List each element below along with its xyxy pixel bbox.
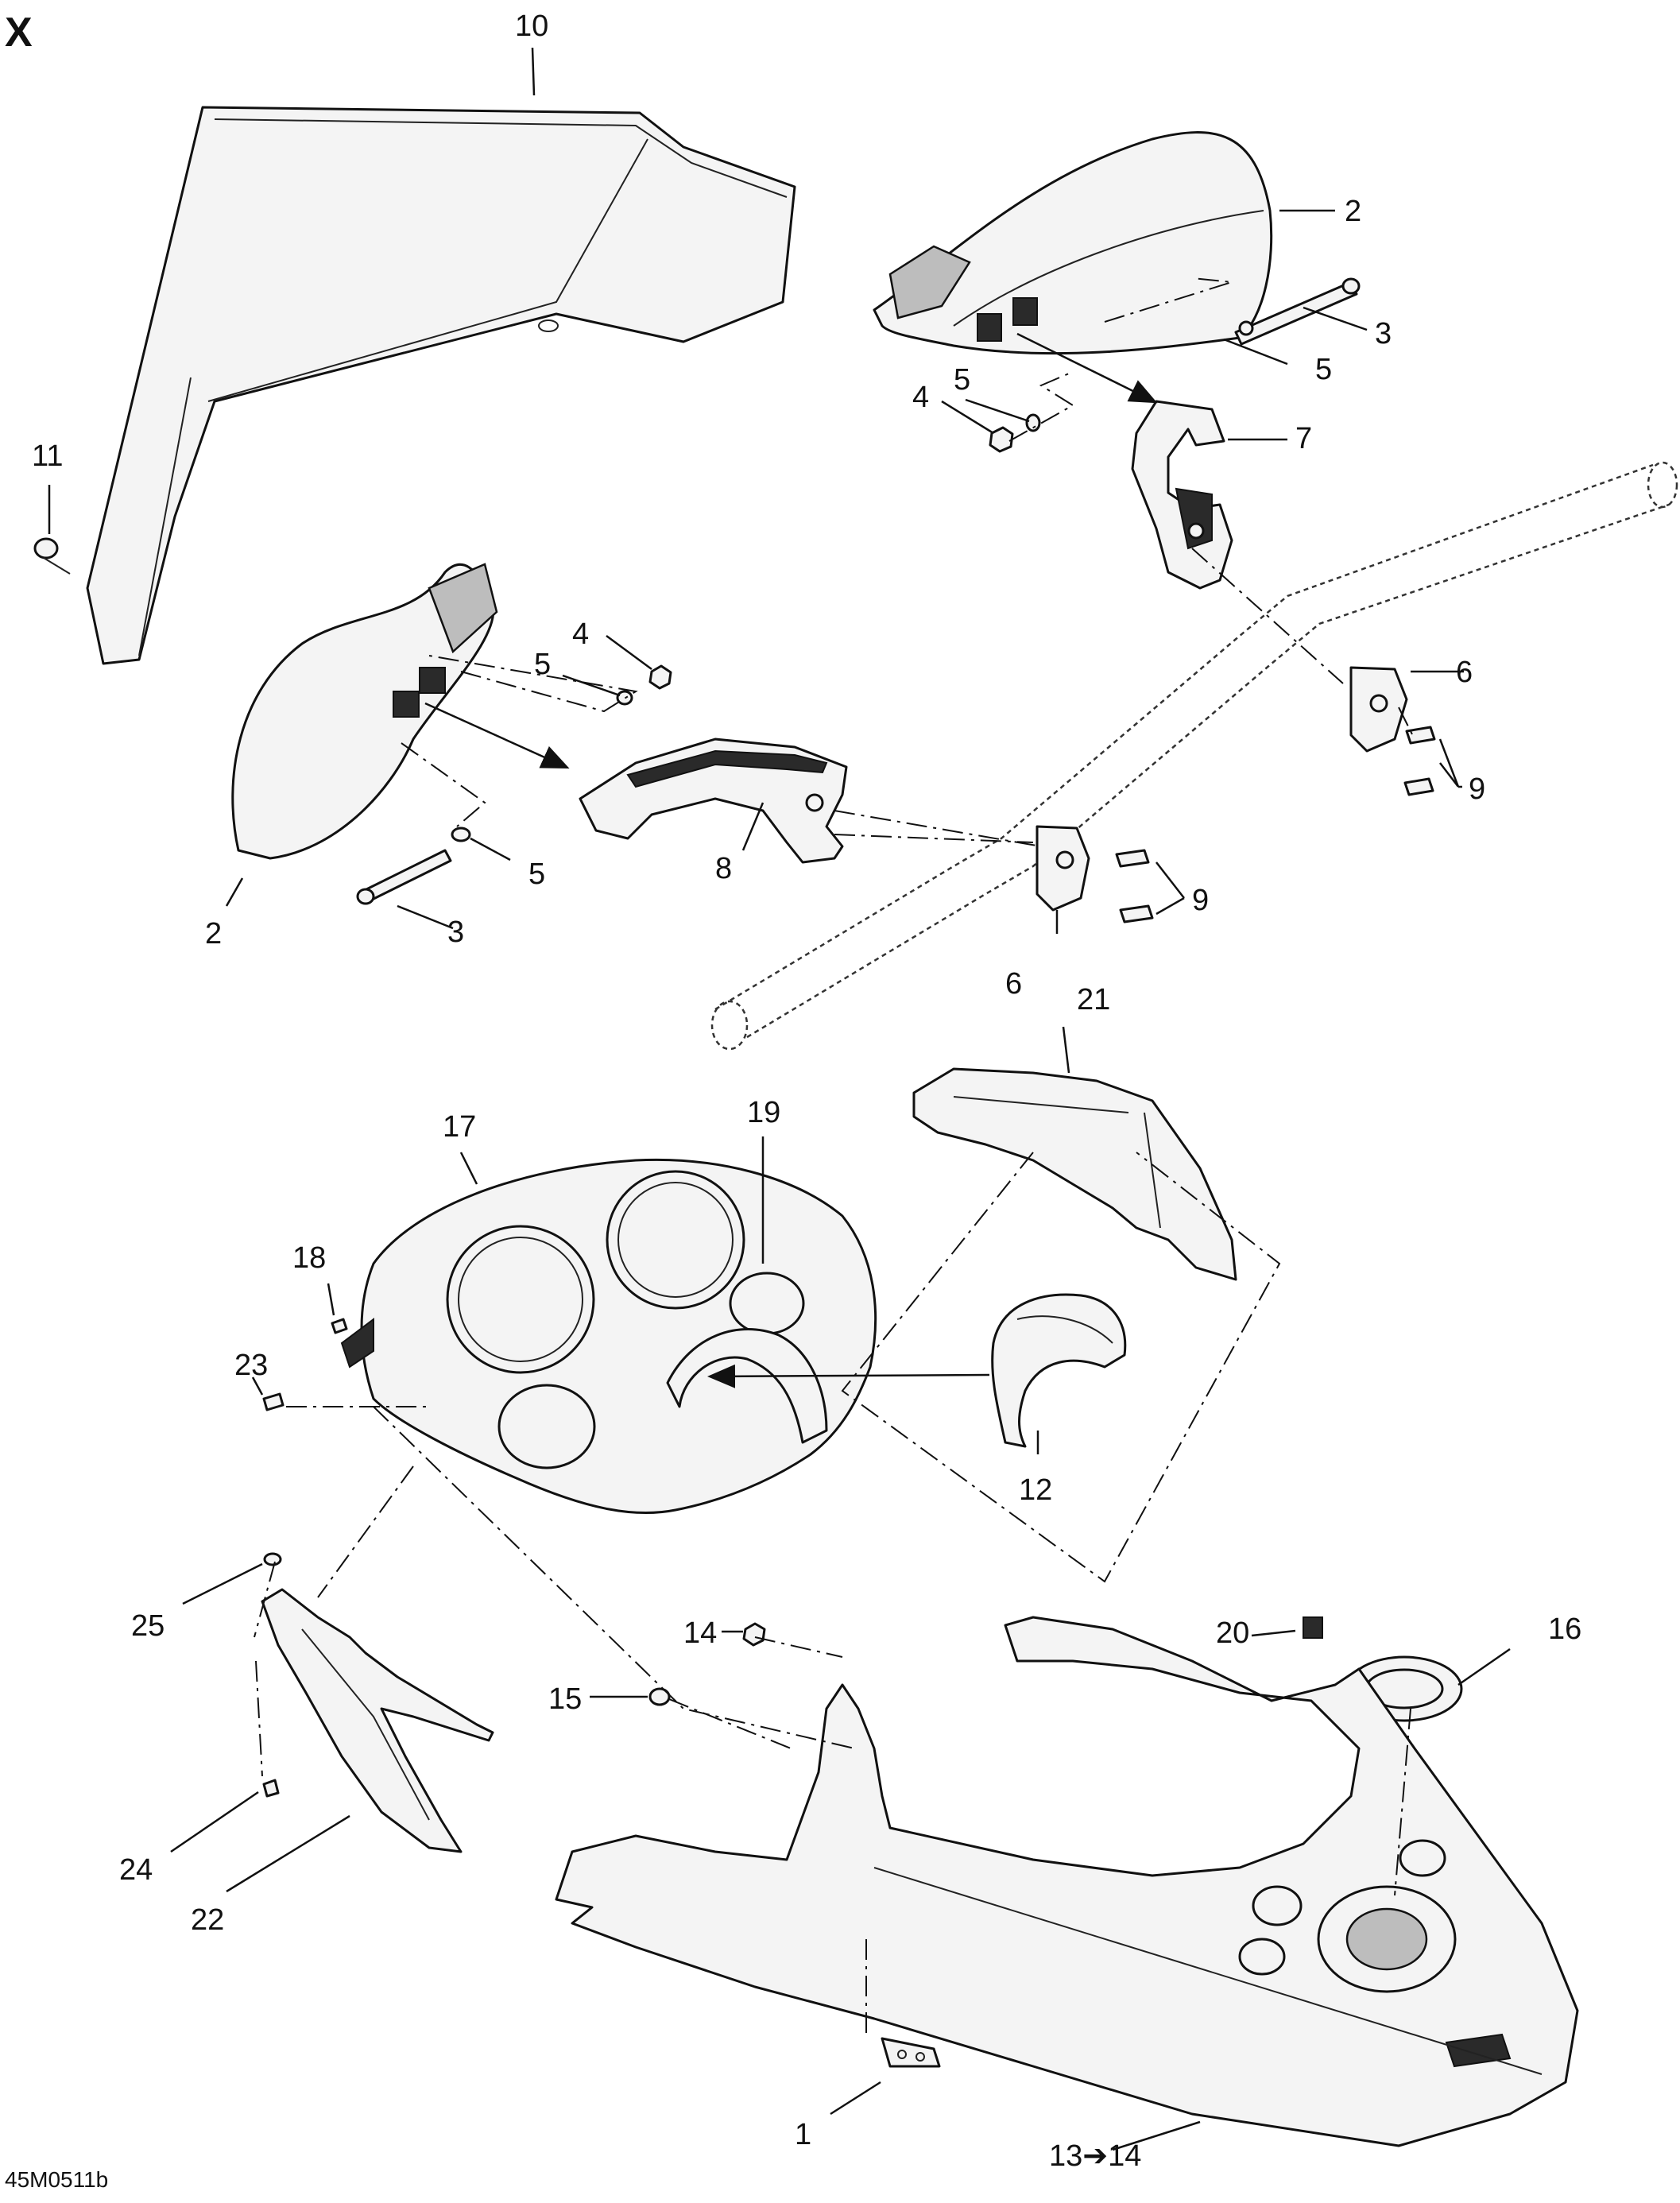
part-20-clip (1303, 1616, 1323, 1639)
callout-9-right: 9 (1469, 772, 1485, 806)
part-8-left-bracket (579, 738, 848, 864)
assembly-lines (254, 277, 1415, 2035)
callout-6-left: 6 (1005, 967, 1022, 1001)
callout-3-left: 3 (447, 916, 464, 949)
callouts: 10 2 3 5 4 5 7 11 4 5 6 9 5 8 9 2 3 6 21… (32, 10, 1581, 2173)
arrow-to-console (707, 1364, 990, 1388)
callout-18: 18 (292, 1241, 326, 1275)
part-1-plate (881, 2037, 941, 2068)
part-3-right-bolt (1234, 277, 1361, 346)
callout-22: 22 (191, 1903, 224, 1937)
callout-25: 25 (131, 1609, 165, 1643)
part-14-nut (742, 1622, 766, 1647)
callout-16: 16 (1548, 1613, 1581, 1646)
callout-11: 11 (32, 439, 63, 473)
part-5-washer-d (451, 827, 471, 842)
part-5-washer-a (1238, 320, 1254, 336)
part-5-washer-b (1025, 413, 1041, 432)
callout-12: 12 (1019, 1473, 1052, 1507)
part-22-side-panel (261, 1588, 494, 1853)
part-10-windshield (86, 106, 796, 665)
part-24-screw (262, 1779, 280, 1798)
callout-5-right-b: 5 (954, 363, 970, 397)
callout-1: 1 (795, 2118, 811, 2151)
callout-7: 7 (1295, 422, 1312, 455)
diagram-label: X (5, 10, 33, 56)
part-15-screw (648, 1687, 671, 1706)
part-17-instrument-console (340, 1158, 877, 1515)
callout-10: 10 (515, 10, 548, 43)
part-3-left-bolt (356, 849, 452, 905)
callout-23: 23 (234, 1349, 268, 1382)
part-12-trim (991, 1293, 1127, 1448)
callout-5-left-a: 5 (534, 648, 551, 681)
callout-6-right: 6 (1456, 656, 1473, 689)
callout-13-to-14: 13➔14 (1049, 2139, 1141, 2173)
part-18-screw (331, 1318, 348, 1334)
callout-3-right: 3 (1375, 317, 1392, 350)
part-2-left-handguard (231, 563, 498, 860)
part-13-lower-console (555, 1616, 1579, 2147)
part-2-right-handguard (873, 131, 1273, 355)
callout-9-left: 9 (1192, 884, 1209, 917)
part-25-washer (263, 1552, 282, 1566)
callout-21: 21 (1077, 983, 1110, 1016)
part-6-right-clamp (1349, 666, 1408, 753)
arrow-to-right-bracket (1016, 332, 1158, 404)
part-21-upper-cover (912, 1067, 1237, 1281)
callout-8: 8 (715, 852, 732, 885)
callout-5-right-a: 5 (1315, 353, 1332, 386)
callout-2-right: 2 (1345, 195, 1361, 228)
callout-15: 15 (548, 1682, 582, 1716)
callout-19: 19 (747, 1096, 780, 1129)
callout-14: 14 (683, 1616, 717, 1650)
part-9-left-screws (1115, 849, 1154, 923)
part-4-nut-left (648, 664, 672, 690)
part-23-screw (262, 1392, 285, 1411)
part-6-left-clamp (1035, 825, 1090, 912)
leader-lines (48, 47, 1511, 2151)
callout-24: 24 (119, 1853, 153, 1887)
part-7-right-bracket (1131, 400, 1233, 590)
part-5-washer-c (616, 690, 633, 706)
callout-5-left-b: 5 (528, 858, 545, 891)
callout-17: 17 (443, 1110, 476, 1144)
part-4-nut-right (989, 426, 1014, 453)
arrow-to-left-bracket (424, 702, 570, 769)
callout-20: 20 (1216, 1616, 1249, 1650)
callout-4-left: 4 (572, 618, 589, 651)
callout-4-right: 4 (912, 381, 929, 414)
reference-code: 45M0511b (5, 2167, 108, 2192)
callout-2-left: 2 (205, 917, 222, 951)
handlebar-phantom (710, 461, 1678, 1051)
part-11-clip (33, 537, 71, 575)
part-9-right-screws (1403, 726, 1436, 796)
